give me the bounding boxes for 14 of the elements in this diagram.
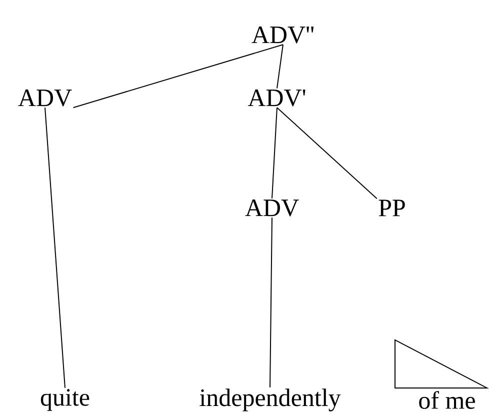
category-label: PP bbox=[378, 200, 405, 216]
word-label: independently bbox=[200, 388, 341, 412]
tree-branch bbox=[276, 107, 378, 200]
word-label: quite bbox=[40, 389, 90, 411]
tree-branch bbox=[272, 107, 278, 199]
tree-branch bbox=[276, 44, 284, 89]
word-label: of me bbox=[419, 391, 475, 409]
category-label: ADV' bbox=[248, 90, 306, 106]
category-label: ADV bbox=[245, 200, 299, 216]
tree-branch bbox=[44, 107, 66, 388]
tree-branch bbox=[72, 44, 284, 108]
tree-branch bbox=[270, 217, 272, 388]
category-label: ADV'' bbox=[252, 26, 314, 44]
category-label: ADV bbox=[18, 90, 72, 106]
